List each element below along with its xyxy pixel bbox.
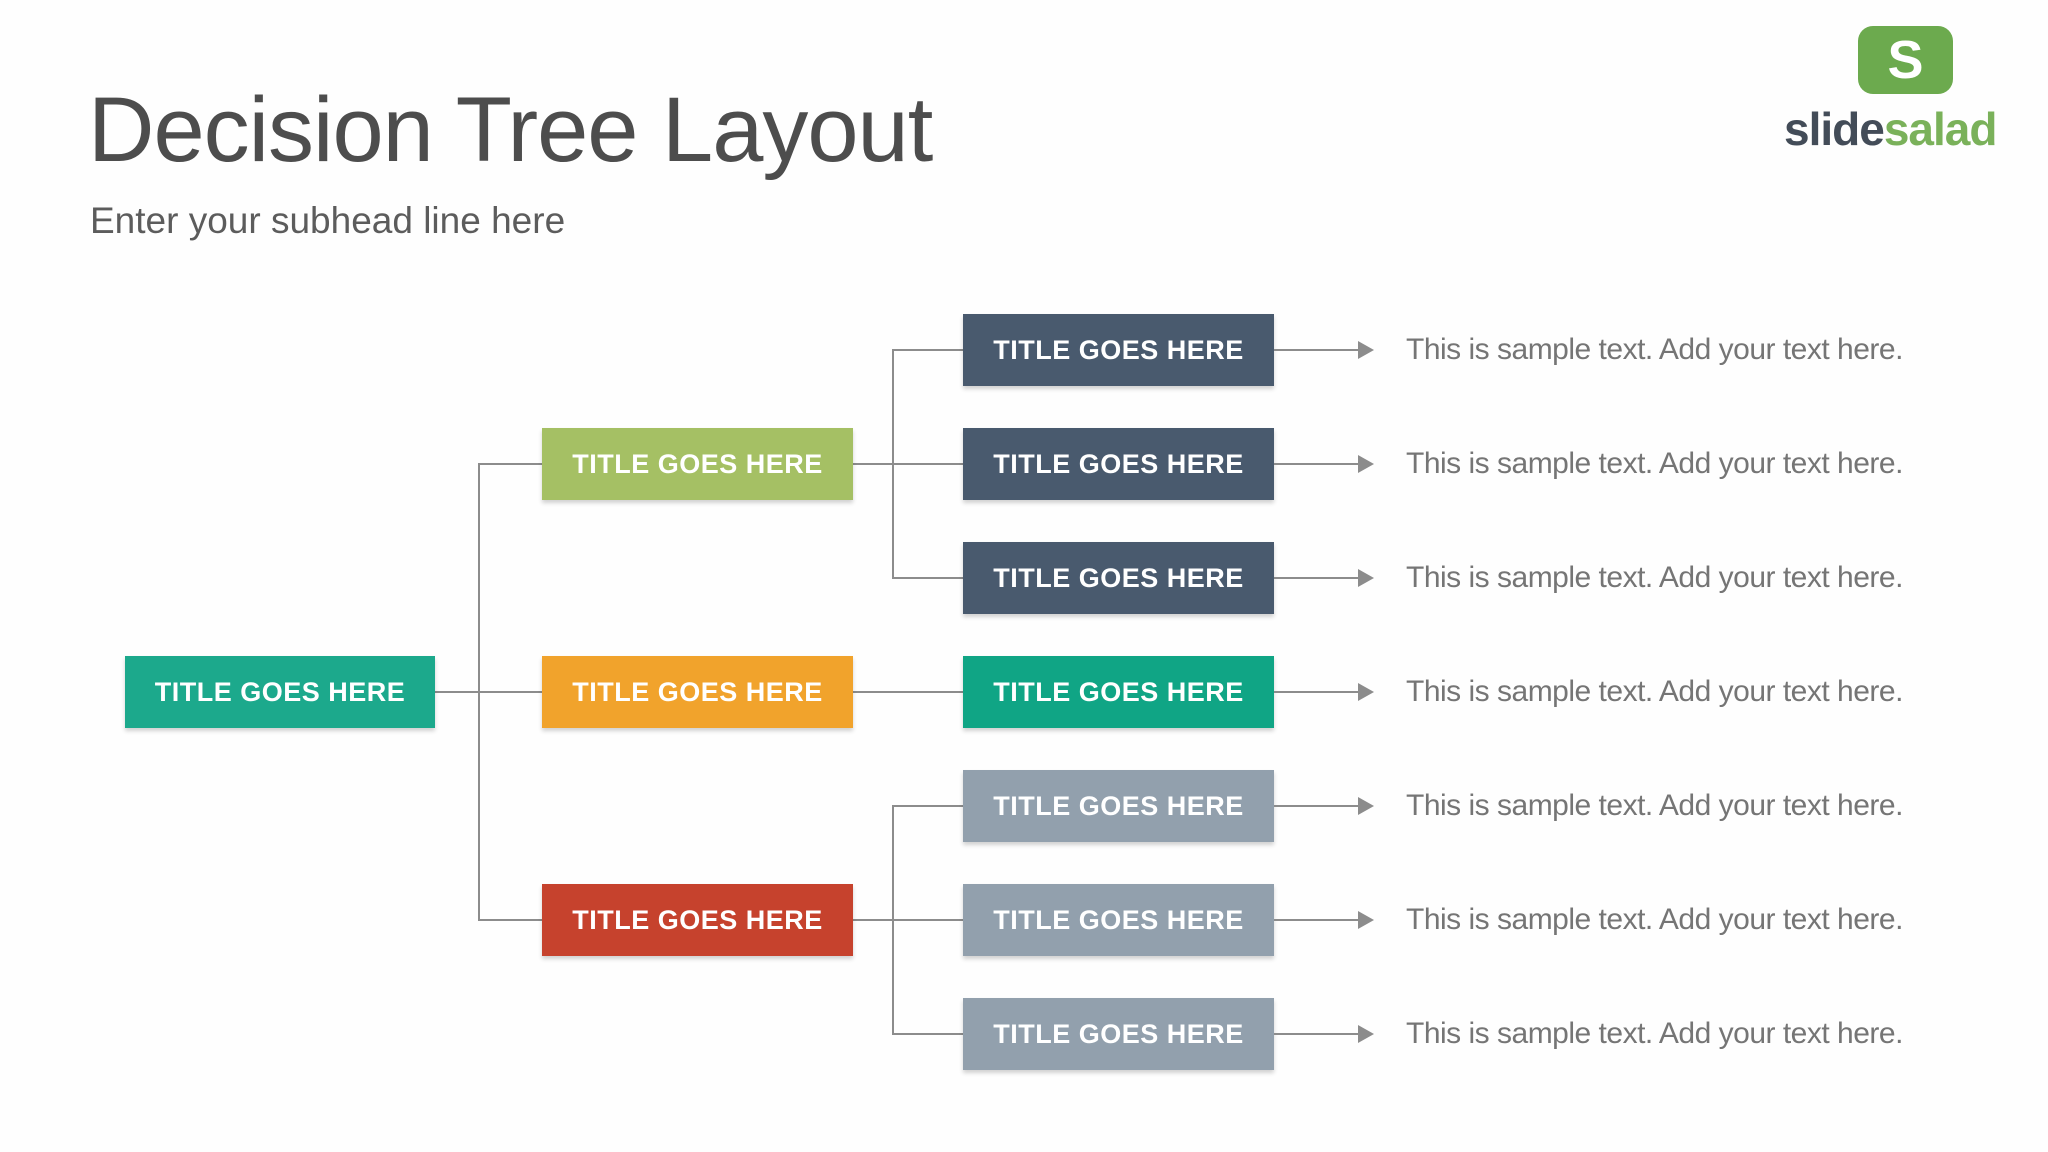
- wordmark-slide: slide: [1784, 103, 1885, 155]
- connector-line: [435, 691, 542, 693]
- slidesalad-logo-icon: S: [1858, 26, 1953, 94]
- arrow-line: [1274, 919, 1358, 921]
- wordmark-salad: salad: [1883, 103, 1998, 155]
- level3-node-7: TITLE GOES HERE: [963, 998, 1274, 1070]
- page-subtitle: Enter your subhead line here: [90, 200, 566, 241]
- arrow-icon: [1358, 911, 1374, 929]
- sample-text: This is sample text. Add your text here.: [1406, 561, 1903, 594]
- connector-line: [853, 919, 963, 921]
- connector-line: [894, 1033, 963, 1035]
- sample-text: This is sample text. Add your text here.: [1406, 447, 1903, 480]
- connector-line: [853, 463, 963, 465]
- arrow-icon: [1358, 341, 1374, 359]
- level3-node-3: TITLE GOES HERE: [963, 542, 1274, 614]
- arrow-icon: [1358, 455, 1374, 473]
- level3-node-5: TITLE GOES HERE: [963, 770, 1274, 842]
- connector-line: [894, 577, 963, 579]
- level3-node-6: TITLE GOES HERE: [963, 884, 1274, 956]
- level3-node-2: TITLE GOES HERE: [963, 428, 1274, 500]
- level3-node-1: TITLE GOES HERE: [963, 314, 1274, 386]
- arrow-line: [1274, 577, 1358, 579]
- connector-line: [894, 805, 963, 807]
- level2-node-1: TITLE GOES HERE: [542, 428, 853, 500]
- arrow-icon: [1358, 569, 1374, 587]
- connector-line: [480, 463, 542, 465]
- level2-node-3: TITLE GOES HERE: [542, 884, 853, 956]
- arrow-line: [1274, 1033, 1358, 1035]
- root-node: TITLE GOES HERE: [125, 656, 435, 728]
- level3-node-4: TITLE GOES HERE: [963, 656, 1274, 728]
- arrow-icon: [1358, 683, 1374, 701]
- arrow-line: [1274, 805, 1358, 807]
- arrow-icon: [1358, 797, 1374, 815]
- arrow-icon: [1358, 1025, 1374, 1043]
- page-title: Decision Tree Layout: [88, 79, 933, 181]
- sample-text: This is sample text. Add your text here.: [1406, 903, 1903, 936]
- connector-line: [478, 463, 480, 921]
- sample-text: This is sample text. Add your text here.: [1406, 333, 1903, 366]
- arrow-line: [1274, 349, 1358, 351]
- level2-node-2: TITLE GOES HERE: [542, 656, 853, 728]
- arrow-line: [1274, 691, 1358, 693]
- connector-line: [480, 919, 542, 921]
- sample-text: This is sample text. Add your text here.: [1406, 675, 1903, 708]
- sample-text: This is sample text. Add your text here.: [1406, 789, 1903, 822]
- connector-line: [894, 349, 963, 351]
- slidesalad-wordmark: slidesalad: [1784, 102, 1998, 156]
- arrow-line: [1274, 463, 1358, 465]
- connector-line: [853, 691, 963, 693]
- sample-text: This is sample text. Add your text here.: [1406, 1017, 1903, 1050]
